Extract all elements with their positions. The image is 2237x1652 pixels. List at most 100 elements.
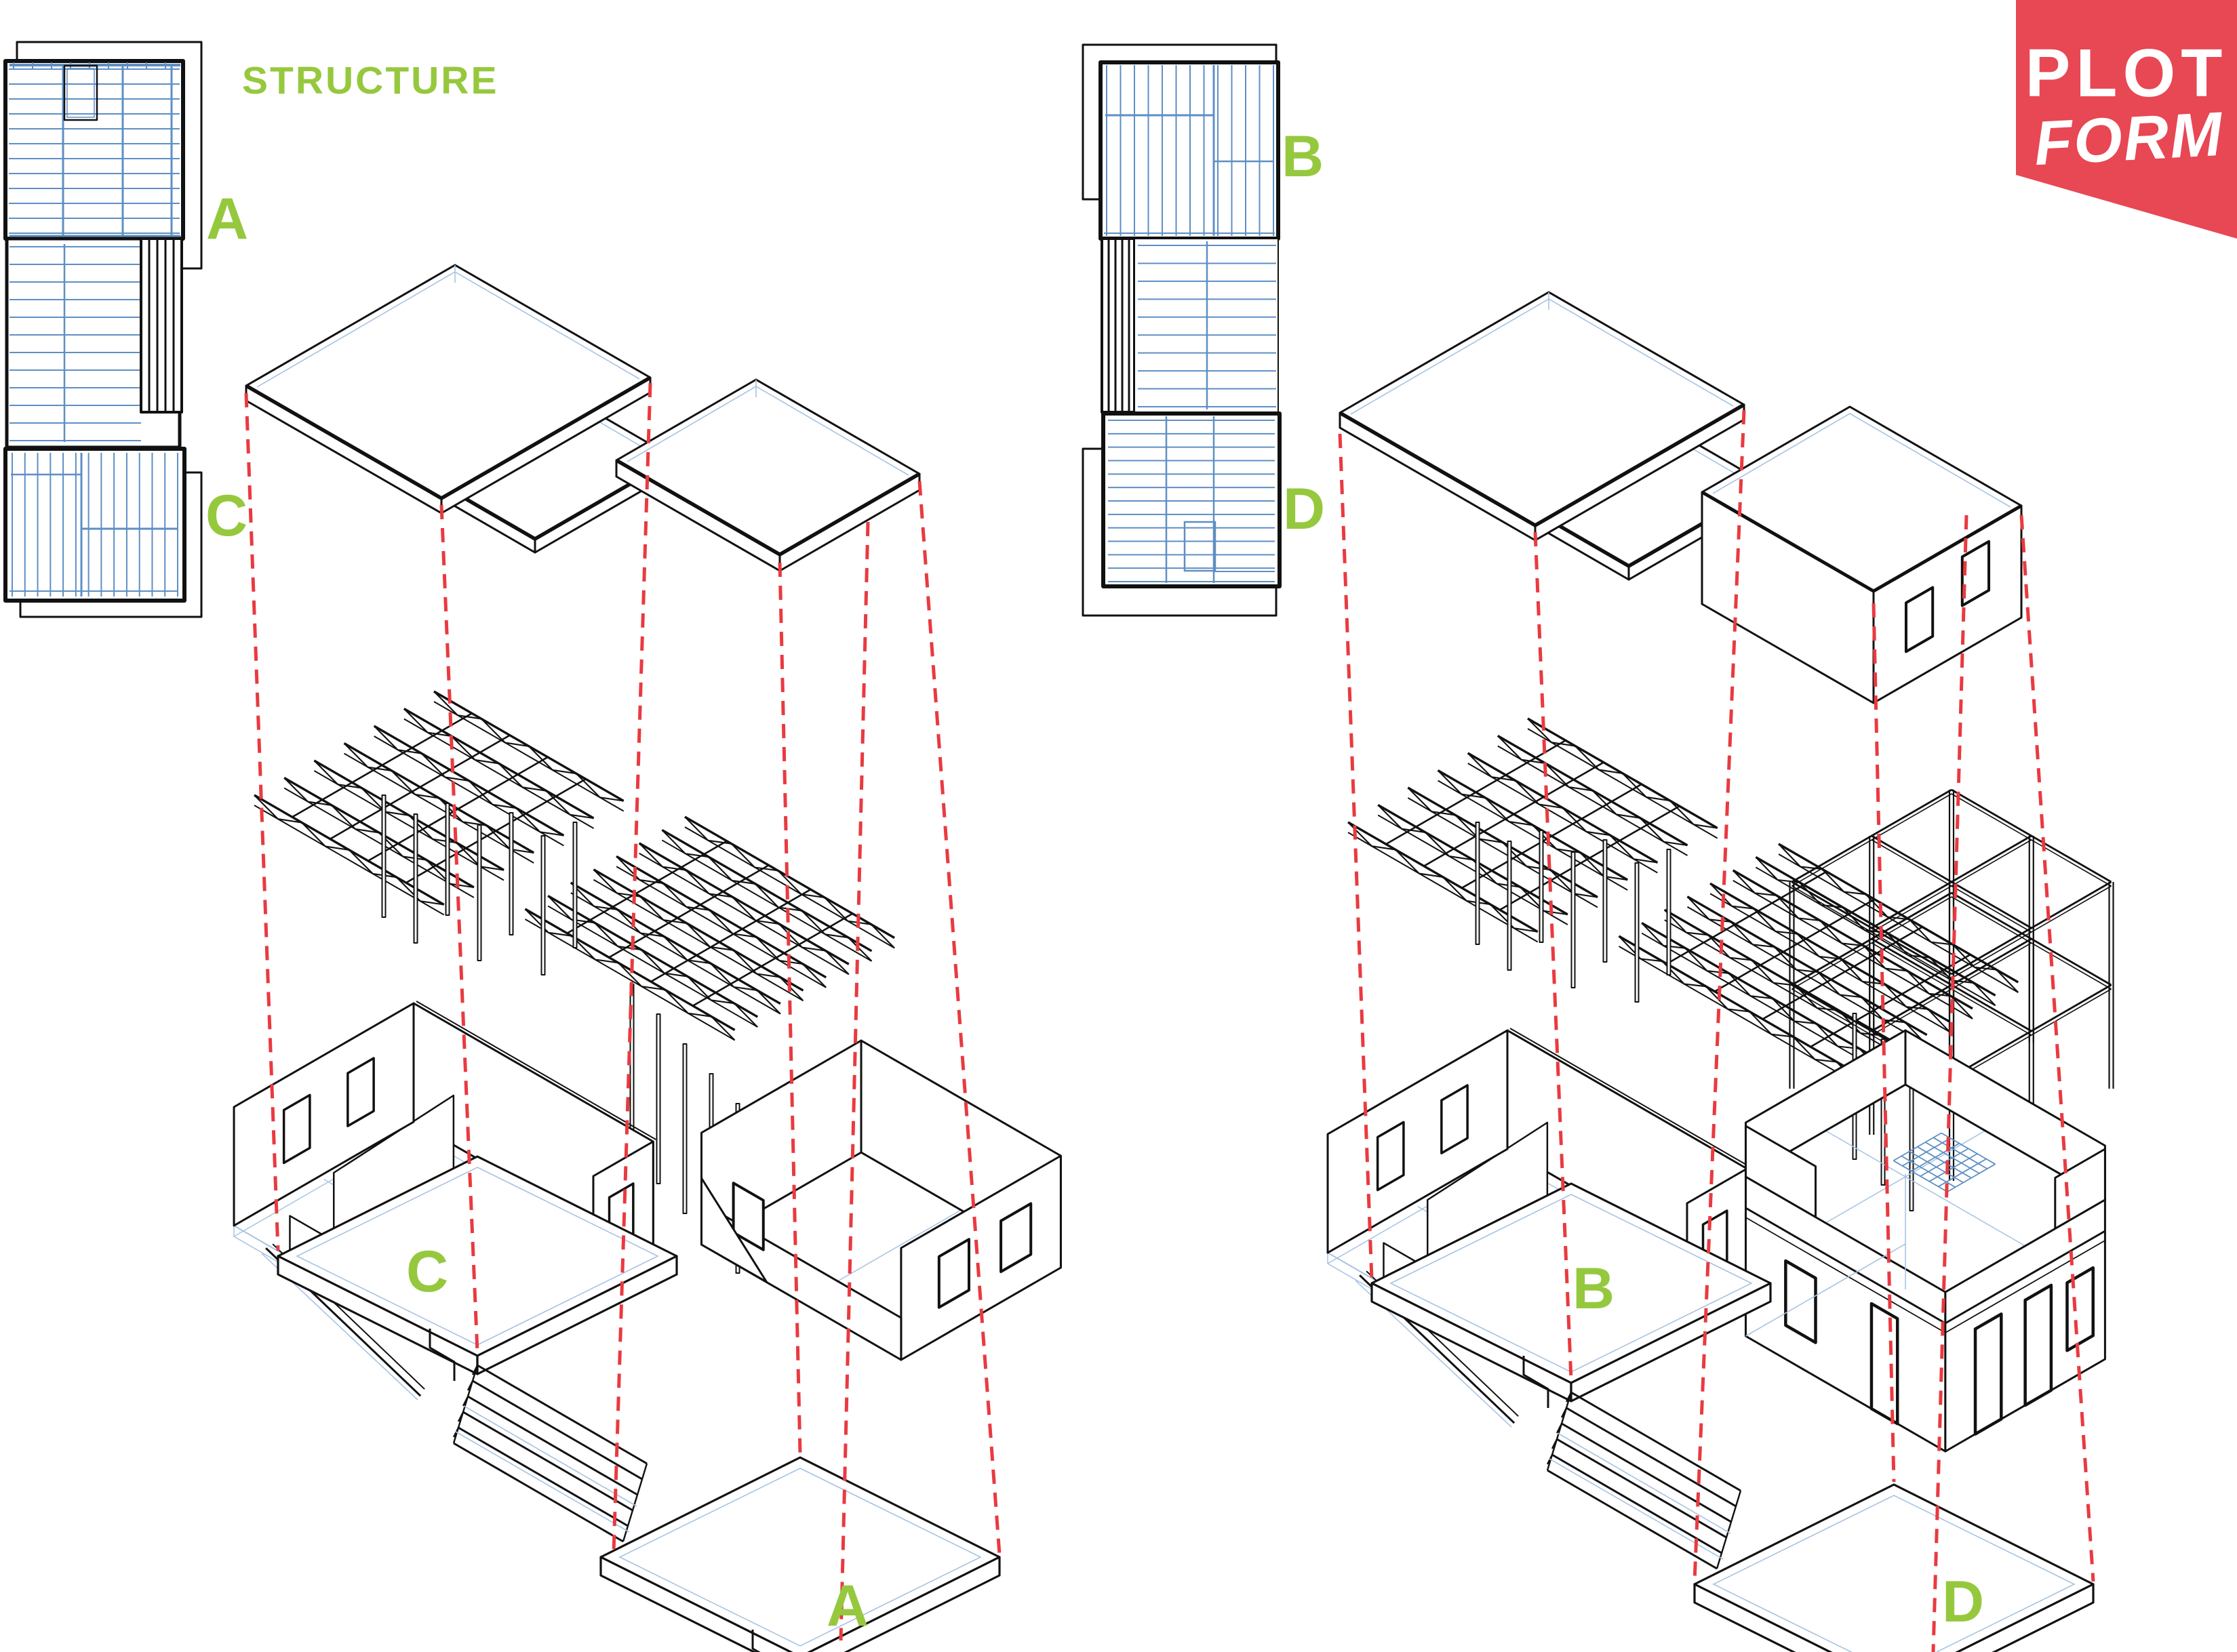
column-post	[1475, 822, 1480, 945]
logo-word-plot: PLOT	[2025, 35, 2228, 111]
truss-right-web	[1778, 843, 2019, 993]
projection-dashed-line	[1692, 409, 1746, 1582]
truss-right-chord	[547, 895, 759, 1018]
slab-lower-inner-blue	[1712, 1495, 2076, 1652]
projection-dashed-line	[1872, 603, 1896, 1483]
truss-right-chord	[1641, 922, 1882, 1063]
beam	[1791, 891, 1952, 986]
roof-inner-blue	[1712, 413, 2011, 508]
truss-right-web	[616, 855, 827, 988]
truss-right-web	[1709, 883, 1951, 1033]
axon-label-a: A	[827, 1573, 869, 1638]
truss-right-web	[661, 829, 873, 962]
truss-right-chord	[616, 855, 827, 979]
truss-right-web	[684, 816, 895, 949]
stair-blue	[1549, 1458, 1724, 1560]
projection-dashed-line	[2019, 515, 2095, 1582]
floor-band	[1745, 1207, 1946, 1325]
truss-right-web	[1732, 870, 1973, 1020]
logo-banner	[2016, 0, 2237, 239]
column-post	[1602, 839, 1608, 963]
truss-right-web	[638, 843, 850, 975]
projection-lines	[244, 382, 2095, 1652]
truss-right-chord	[593, 868, 804, 992]
truss-right-chord-bottom	[1618, 946, 1859, 1085]
gable-panel	[700, 1177, 768, 1283]
roof-left-edge	[245, 384, 443, 500]
door-opening	[1973, 1312, 2003, 1436]
stair-tread	[1566, 1407, 1737, 1508]
column-post	[572, 822, 578, 948]
truss-right-chord-bottom	[547, 905, 758, 1028]
truss-right-chord-bottom	[570, 892, 781, 1015]
stair-tread	[467, 1395, 638, 1496]
truss-right-deck-line	[566, 840, 728, 934]
column-post	[1507, 841, 1512, 971]
axon-label-b: B	[1572, 1256, 1615, 1321]
window-opening	[1440, 1084, 1469, 1154]
plan-label-b: B	[1282, 124, 1324, 189]
stair-blue	[463, 1405, 637, 1507]
front-right-wall	[900, 1154, 1062, 1361]
stair-strip	[140, 237, 183, 414]
beam	[1871, 834, 2032, 929]
axon-label-c: C	[406, 1239, 448, 1304]
roof-edge	[1872, 504, 2023, 593]
window-opening	[1960, 540, 1991, 607]
floor-band	[1945, 1240, 2105, 1333]
truss-left-chord-bottom	[344, 752, 534, 864]
column-post	[413, 813, 418, 944]
truss-right-chord-bottom	[616, 866, 827, 988]
beam	[1951, 984, 2112, 1079]
slab-lower-notch-step	[751, 1630, 761, 1652]
slab-lower-top	[599, 1456, 1001, 1652]
roof-left-edge	[440, 376, 652, 500]
truss-right-chord	[1709, 882, 1951, 1023]
slab-lower-side	[807, 1556, 1001, 1652]
column-post	[445, 803, 450, 916]
plan-label-d: D	[1283, 477, 1325, 542]
truss-left-chord-bottom	[1497, 745, 1688, 856]
axon-label-d: D	[1942, 1569, 1984, 1634]
truss-right-deck-line	[692, 912, 853, 1007]
truss-right-web	[593, 868, 804, 1001]
truss-left-chord-bottom	[283, 787, 475, 898]
column-post	[1539, 830, 1544, 943]
deck-line	[1825, 1130, 2026, 1247]
truss-left-chord-bottom	[313, 770, 504, 881]
slab-upper-notch-step	[1522, 1356, 1549, 1408]
truss-left-chord-bottom	[1407, 797, 1598, 908]
truss-left-deck-line	[330, 734, 511, 840]
beam	[1951, 885, 2112, 979]
roof-right-top	[615, 378, 921, 556]
window-opening	[2065, 1266, 2095, 1352]
truss-right-deck-line	[608, 864, 770, 959]
stair-opening	[63, 64, 98, 121]
truss-right-web	[1755, 856, 1996, 1007]
window-opening	[1784, 1259, 1817, 1344]
plan-label-c: C	[205, 483, 248, 548]
column-post	[682, 1043, 688, 1214]
stair-blue	[455, 1431, 630, 1533]
truss-right-web	[1686, 895, 1928, 1046]
window-opening	[999, 1202, 1033, 1273]
truss-right-web	[1618, 935, 1859, 1085]
truss-left-web	[1347, 822, 1538, 933]
truss-left-chord-bottom	[1377, 814, 1568, 925]
logo-word-form: FORM	[2032, 100, 2225, 178]
slab-lower-top	[1693, 1483, 2095, 1652]
truss-right-web	[524, 908, 736, 1041]
stair-stringer	[452, 1365, 479, 1444]
roof-right-edge	[778, 472, 921, 557]
deck-stair-line	[1893, 1160, 1948, 1192]
column-post	[1666, 849, 1671, 975]
door-opening	[2023, 1283, 2053, 1407]
truss-left-deck-line	[1423, 761, 1604, 867]
stair-tread	[1561, 1422, 1732, 1523]
floor-band	[1745, 1217, 1946, 1333]
truss-left-deck-line	[405, 778, 587, 884]
truss-right-deck-line	[650, 888, 812, 983]
beam	[1871, 839, 2032, 933]
truss-left-chord-bottom	[1438, 780, 1628, 891]
